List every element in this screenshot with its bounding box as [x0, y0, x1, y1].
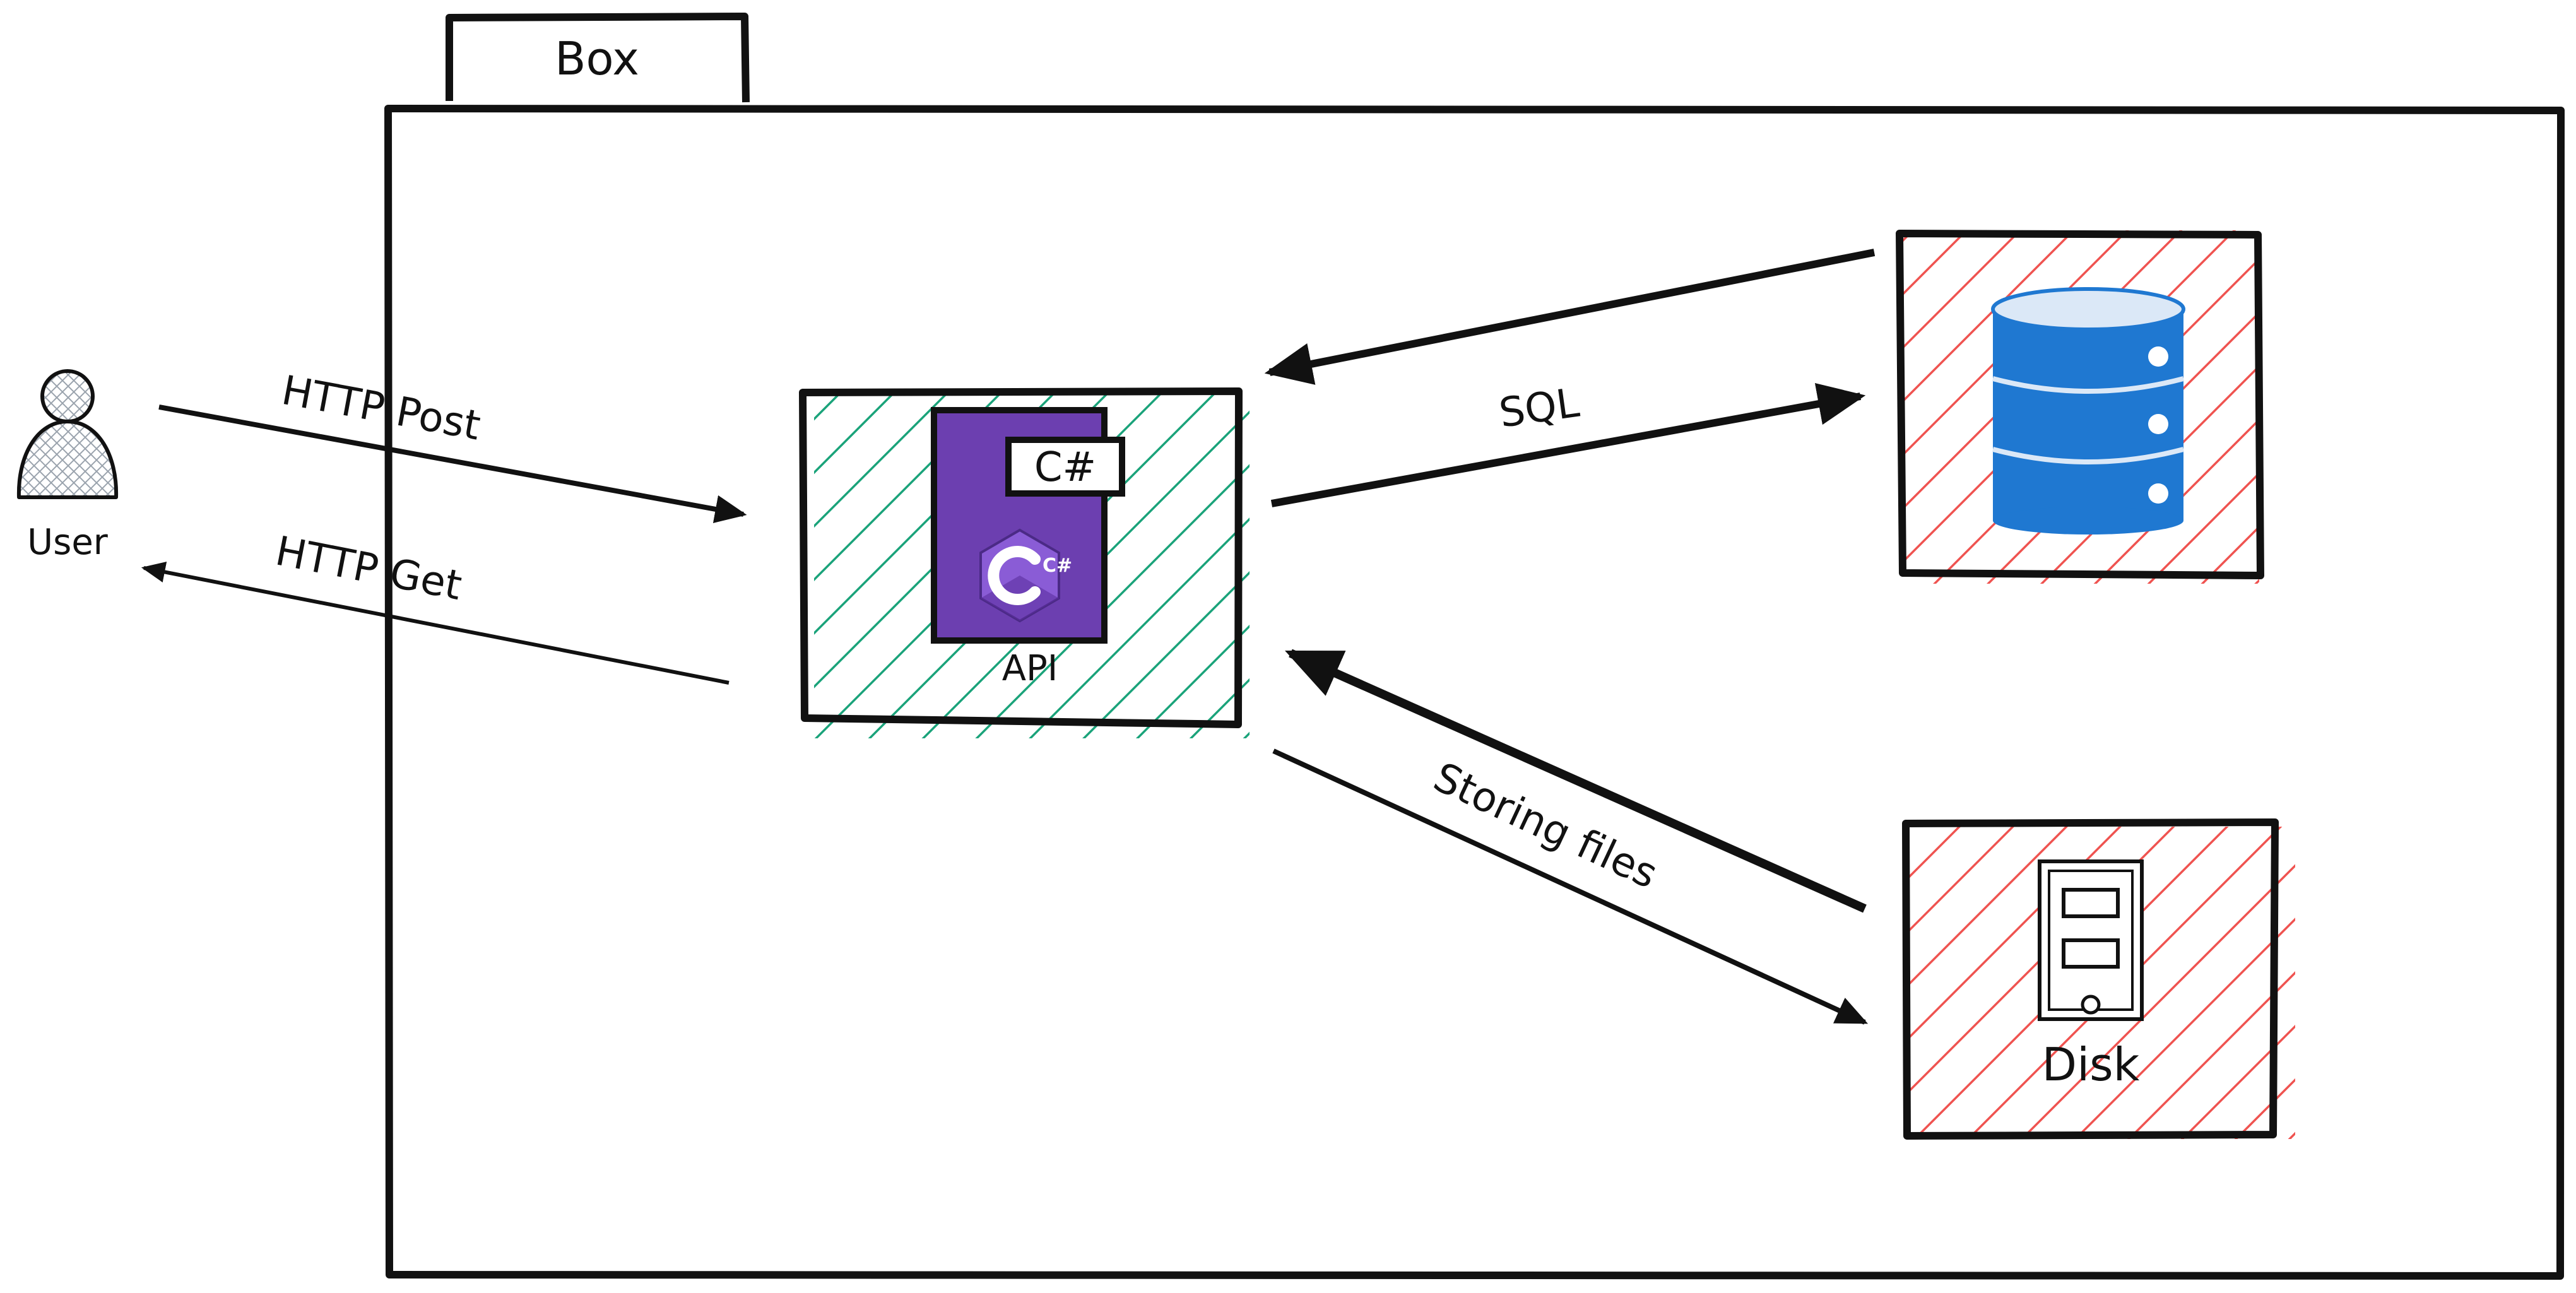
user-node: User: [16, 369, 119, 563]
label-sql: SQL: [1496, 380, 1582, 437]
user-label: User: [27, 522, 109, 563]
csharp-logo-icon: C#: [979, 528, 1072, 623]
disk-box: [1902, 818, 2279, 1140]
edge-http-post: HTTP Post: [158, 367, 747, 523]
csharp-badge-box: [1005, 437, 1125, 497]
database-box: [1896, 230, 2264, 579]
edge-http-get: HTTP Get: [141, 528, 730, 685]
box-title: Box: [555, 32, 639, 85]
csharp-badge: C#: [1034, 444, 1096, 491]
disk-node: Disk: [1902, 818, 2295, 1140]
csharp-logo-text: C#: [1043, 555, 1072, 577]
database-node: [1896, 230, 2264, 584]
user-icon: [16, 369, 119, 499]
api-node: C# C# API: [799, 387, 1250, 738]
api-box: [799, 387, 1243, 728]
csharp-file-icon: C# C#: [931, 407, 1125, 644]
edge-sql-response: [1264, 249, 1876, 385]
box-frame: [384, 105, 2565, 1280]
box-tab: [446, 13, 750, 103]
disk-icon: [2038, 859, 2144, 1021]
arrow-sql-request: [1270, 382, 1866, 507]
edge-read-files: [1285, 649, 1867, 913]
arrow-http-get: [141, 561, 730, 685]
arrow-store-files: [1272, 748, 1869, 1025]
edge-store-files: Storing files: [1272, 748, 1869, 1025]
api-label: API: [1002, 648, 1058, 689]
arrow-http-post: [158, 404, 747, 523]
arrow-read-files: [1285, 649, 1867, 913]
arrow-sql-response: [1264, 249, 1876, 385]
disk-label: Disk: [2042, 1038, 2140, 1091]
edge-sql-request: SQL: [1270, 380, 1866, 507]
database-icon: [1991, 287, 2185, 534]
label-http-post: HTTP Post: [278, 367, 484, 450]
box-container: Box: [384, 13, 2565, 1280]
